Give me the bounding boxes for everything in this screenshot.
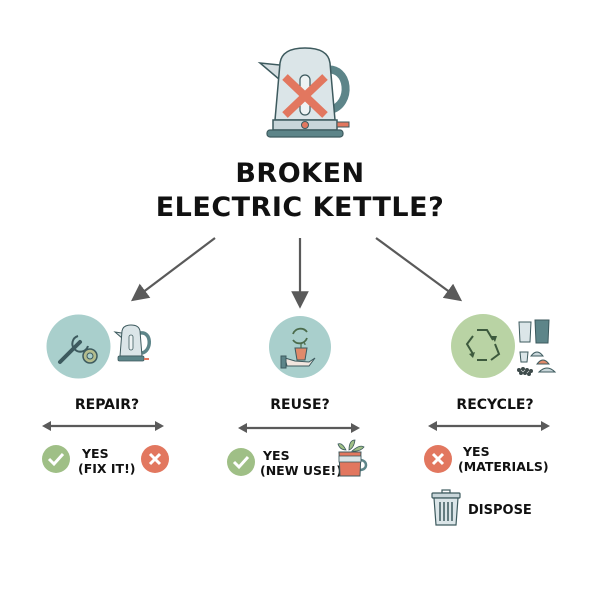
cross-icon bbox=[424, 445, 452, 473]
check-icon bbox=[42, 445, 70, 473]
question-recycle: RECYCLE? bbox=[456, 397, 534, 413]
broken-kettle-icon bbox=[257, 47, 350, 138]
double-arrow bbox=[42, 421, 164, 431]
double-arrow bbox=[238, 423, 360, 433]
kettle-icon bbox=[113, 324, 151, 362]
trash-icon bbox=[431, 489, 461, 526]
check-icon bbox=[227, 448, 255, 476]
wrench-gear-icon bbox=[46, 314, 111, 379]
hand-plant-recycle-icon bbox=[269, 316, 331, 378]
title-line-2: ELECTRIC KETTLE? bbox=[155, 192, 445, 223]
option-recycle-yes: YES (MATERIALS) bbox=[458, 444, 549, 474]
kettle-planter-icon bbox=[337, 439, 368, 477]
recycle-icon bbox=[451, 314, 515, 378]
question-repair: REPAIR? bbox=[74, 397, 140, 413]
double-arrow bbox=[428, 421, 550, 431]
materials-icon bbox=[517, 319, 557, 376]
option-repair-yes: YES (FIX IT!) bbox=[78, 446, 136, 476]
option-dispose: DISPOSE bbox=[468, 503, 532, 518]
cross-icon bbox=[141, 445, 169, 473]
option-reuse-yes: YES (NEW USE!) bbox=[260, 448, 342, 478]
question-reuse: REUSE? bbox=[270, 397, 330, 413]
title-line-1: BROKEN bbox=[235, 158, 365, 189]
